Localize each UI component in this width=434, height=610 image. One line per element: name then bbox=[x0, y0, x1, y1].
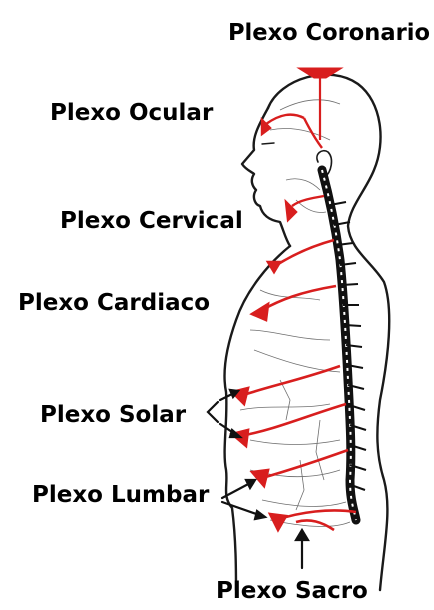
label-plexo-sacro: Plexo Sacro bbox=[216, 578, 368, 604]
body-front-outline bbox=[224, 246, 290, 590]
label-plexo-ocular: Plexo Ocular bbox=[50, 100, 214, 126]
label-plexo-cardiaco: Plexo Cardiaco bbox=[18, 290, 210, 316]
eye-outline bbox=[262, 143, 274, 144]
plexus-cervical-marker bbox=[286, 196, 324, 220]
plexus-cardiaco-marker bbox=[252, 240, 336, 320]
label-plexo-cervical: Plexo Cervical bbox=[60, 208, 243, 234]
label-plexo-lumbar: Plexo Lumbar bbox=[32, 482, 210, 508]
spinal-column bbox=[322, 170, 366, 520]
plexus-sacro-marker bbox=[270, 510, 356, 530]
plexus-markers bbox=[232, 68, 356, 530]
plexus-lumbar-marker bbox=[252, 450, 348, 486]
sacro-pointer-arrow bbox=[296, 530, 308, 568]
label-plexo-coronario: Plexo Coronario bbox=[228, 20, 430, 46]
solar-pointer-arrows bbox=[208, 390, 240, 437]
label-plexo-solar: Plexo Solar bbox=[40, 402, 187, 428]
